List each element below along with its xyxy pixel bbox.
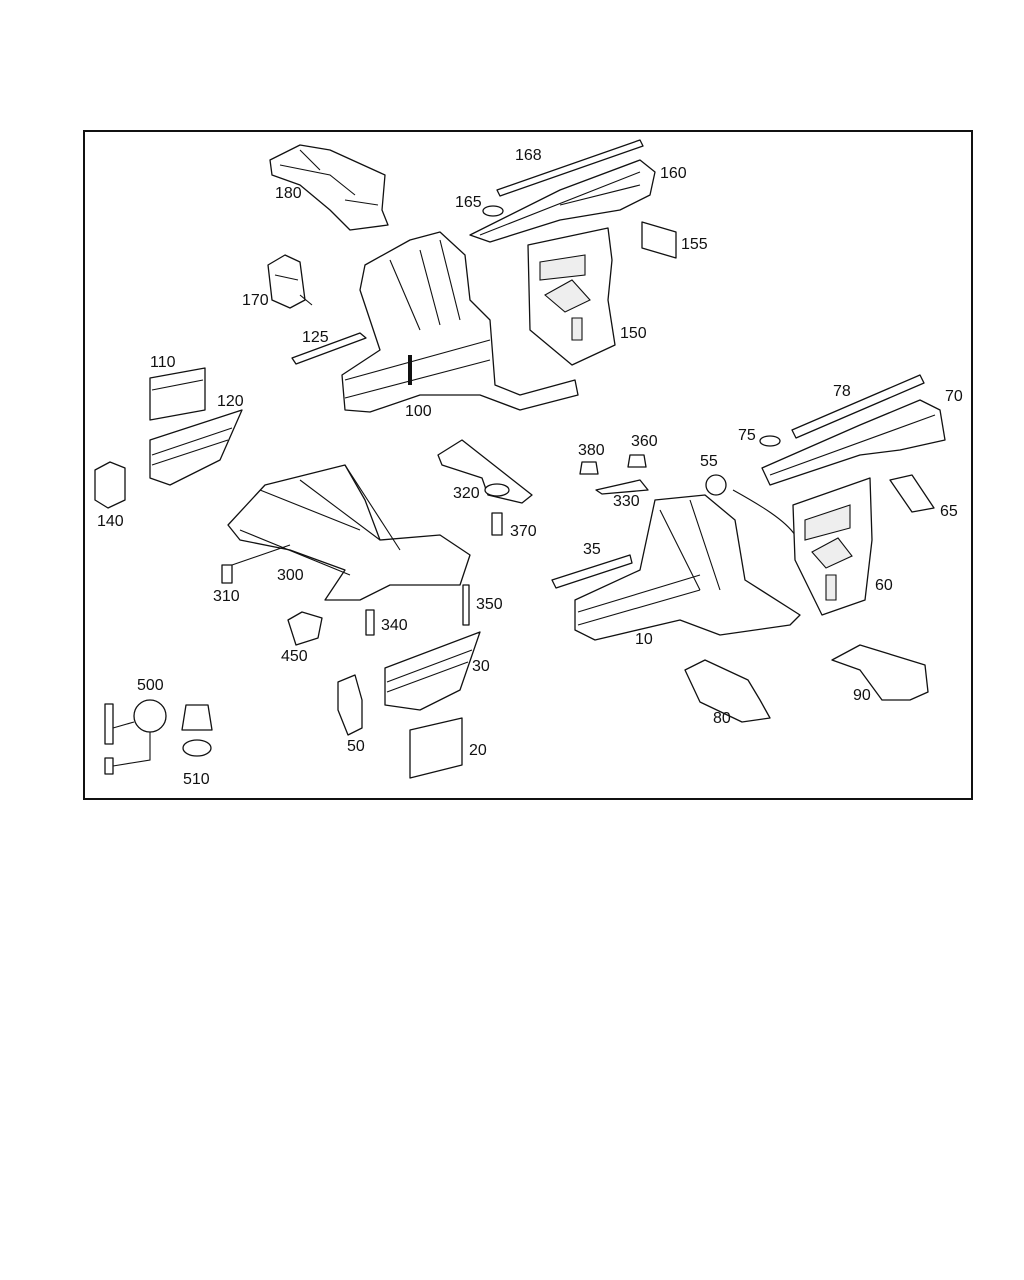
- label-340: 340: [381, 617, 408, 634]
- part-500-drawing: [104, 699, 167, 775]
- part-380-drawing: [579, 461, 599, 475]
- part-10-drawing: [574, 494, 801, 641]
- part-165-drawing: [482, 205, 504, 217]
- label-35: 35: [583, 541, 601, 558]
- label-120: 120: [217, 393, 244, 410]
- label-90: 90: [853, 687, 871, 704]
- label-100: 100: [405, 403, 432, 420]
- label-350: 350: [476, 596, 503, 613]
- part-100-drawing: [341, 231, 579, 413]
- label-65: 65: [940, 503, 958, 520]
- part-50-drawing: [337, 674, 363, 736]
- label-320: 320: [453, 485, 480, 502]
- label-80: 80: [713, 710, 731, 727]
- label-140: 140: [97, 513, 124, 530]
- part-125-drawing: [291, 332, 367, 365]
- part-65-drawing: [889, 474, 935, 513]
- label-78: 78: [833, 383, 851, 400]
- part-510-drawing: [181, 704, 213, 757]
- label-70: 70: [945, 388, 963, 405]
- label-55: 55: [700, 453, 718, 470]
- label-510: 510: [183, 771, 210, 788]
- part-30-drawing: [384, 631, 481, 711]
- part-155-drawing: [641, 221, 677, 259]
- part-170-drawing: [267, 254, 313, 309]
- part-450-drawing: [287, 611, 323, 646]
- part-360-drawing: [627, 454, 647, 468]
- part-35-drawing: [551, 554, 633, 589]
- label-160: 160: [660, 165, 687, 182]
- part-110-drawing: [149, 367, 206, 421]
- label-60: 60: [875, 577, 893, 594]
- label-50: 50: [347, 738, 365, 755]
- label-380: 380: [578, 442, 605, 459]
- part-320-drawing: [437, 439, 533, 504]
- label-450: 450: [281, 648, 308, 665]
- label-150: 150: [620, 325, 647, 342]
- part-160-drawing: [469, 159, 656, 243]
- part-70-drawing: [761, 399, 946, 486]
- label-75: 75: [738, 427, 756, 444]
- label-180: 180: [275, 185, 302, 202]
- part-310-drawing: [221, 564, 233, 584]
- label-110: 110: [150, 354, 176, 371]
- part-78-drawing: [791, 374, 925, 439]
- part-180-drawing: [269, 144, 389, 231]
- part-60-drawing: [792, 477, 873, 616]
- part-20-drawing: [409, 717, 463, 779]
- part-340-drawing: [365, 609, 375, 636]
- part-330-drawing: [595, 479, 649, 495]
- label-310: 310: [213, 588, 240, 605]
- label-165: 165: [455, 194, 482, 211]
- label-360: 360: [631, 433, 658, 450]
- part-120-drawing: [149, 409, 243, 486]
- part-370-drawing: [491, 512, 503, 536]
- part-300-drawing: [227, 464, 471, 601]
- part-350-drawing: [462, 584, 470, 626]
- label-370: 370: [510, 523, 537, 540]
- part-168-drawing: [496, 139, 644, 197]
- label-300: 300: [277, 567, 304, 584]
- label-10: 10: [635, 631, 653, 648]
- label-500: 500: [137, 677, 164, 694]
- part-55-drawing: [705, 474, 796, 536]
- label-168: 168: [515, 147, 542, 164]
- label-125: 125: [302, 329, 329, 346]
- part-75-drawing: [759, 435, 781, 447]
- part-80-drawing: [684, 659, 771, 723]
- label-170: 170: [242, 292, 269, 309]
- part-90-drawing: [831, 644, 929, 701]
- label-330: 330: [613, 493, 640, 510]
- label-155: 155: [681, 236, 708, 253]
- label-20: 20: [469, 742, 487, 759]
- label-30: 30: [472, 658, 490, 675]
- part-150-drawing: [527, 227, 616, 366]
- part-140-drawing: [94, 461, 126, 509]
